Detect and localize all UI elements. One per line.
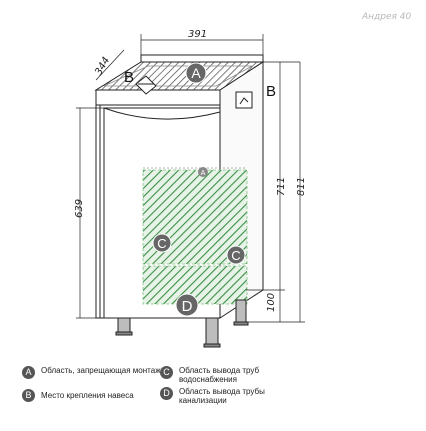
dim-height-door: 639 (74, 199, 85, 218)
marker-d-label: D (182, 298, 193, 315)
marker-c-left (152, 233, 172, 253)
legend-item-b: B Место крепления навеса (22, 389, 182, 402)
marker-a-small-label: A (201, 170, 206, 177)
marker-a-top-label: A (191, 65, 201, 81)
dim-width: 391 (188, 29, 207, 40)
hanger-bracket-left (135, 75, 157, 95)
legend-marker-a: A (22, 366, 35, 379)
legend-text-d: Область вывода трубы канализации (179, 387, 265, 405)
legend-marker-c: C (160, 366, 173, 379)
marker-c-right (226, 245, 246, 265)
dim-depth: 344 (93, 55, 112, 77)
model-label: Андрея 40 (361, 12, 412, 22)
legend-item-d: D Область вывода трубы канализации (160, 387, 280, 405)
marker-a-top (185, 62, 207, 84)
legend-item-c: C Область вывода труб водоснабжения (160, 366, 280, 384)
dim-height-body: 711 (276, 177, 287, 196)
legend: A Область, запрещающая монтаж B Место кр… (0, 362, 426, 422)
marker-b-right: B (266, 83, 276, 100)
legend-marker-b: B (22, 389, 35, 402)
legend-text-b: Место крепления навеса (41, 391, 134, 400)
dim-height-total: 811 (296, 177, 307, 196)
legend-item-a: A Область, запрещающая монтаж (22, 366, 162, 379)
marker-c-right-label: C (231, 248, 240, 263)
marker-c-left-label: C (157, 236, 166, 251)
marker-a-small (198, 167, 208, 177)
hanger-bracket-right (235, 91, 253, 109)
legend-marker-d: D (160, 387, 173, 400)
marker-d (175, 293, 199, 317)
cabinet-legs (115, 299, 249, 348)
legend-text-c: Область вывода труб водоснабжения (179, 366, 260, 384)
marker-b-left: B (124, 69, 134, 86)
legend-text-a: Область, запрещающая монтаж (41, 366, 161, 375)
dim-height-legs: 100 (266, 293, 277, 312)
